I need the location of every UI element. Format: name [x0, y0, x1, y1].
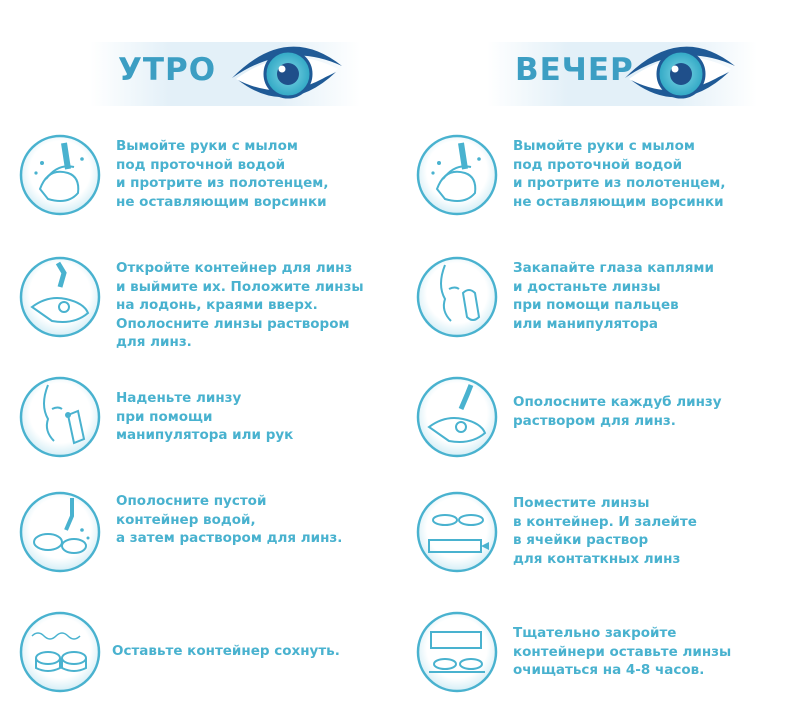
- eye-drops-icon: [416, 256, 498, 338]
- evening-title: ВЕЧЕР: [515, 52, 634, 88]
- text-line: в контейнер. И залейте: [513, 513, 697, 530]
- text-line: не оставляющим ворсинки: [116, 193, 327, 210]
- evening-step-2-text: Закапайте глаза каплями и достаньте линз…: [513, 259, 714, 333]
- morning-step-3-text: Наденьте линзу при помощи манипулятора и…: [116, 389, 293, 445]
- evening-step-1: Вымойте руки с мылом под проточной водой…: [397, 133, 793, 223]
- evening-step-4: Поместите линзы в контейнер. И залейте в…: [397, 490, 793, 580]
- morning-step-5-text: Оставьте контейнер сохнуть.: [112, 642, 340, 661]
- morning-step-2-text: Откройте контейнер для линз и выймите их…: [116, 259, 364, 352]
- morning-title: УТРО: [118, 52, 217, 88]
- text-line: и достаньте линзы: [513, 278, 661, 295]
- text-line: контейнери оставьте линзы: [513, 643, 732, 660]
- evening-step-3-text: Ополосните каждуб линзу раствором для ли…: [513, 393, 722, 430]
- text-line: Ополосните пустой: [116, 493, 267, 509]
- text-line: на лодонь, краями вверх.: [116, 297, 318, 313]
- morning-step-4: Ополосните пустой контейнер водой, а зат…: [0, 490, 396, 580]
- lens-in-palm-icon: [19, 256, 101, 338]
- evening-step-3: Ополосните каждуб линзу раствором для ли…: [397, 375, 793, 465]
- text-line: в ячейки раствор: [513, 532, 649, 548]
- text-line: под проточной водой: [116, 156, 286, 173]
- text-line: манипулятора или рук: [116, 427, 294, 443]
- text-line: и выймите их. Положите линзы: [116, 278, 364, 295]
- hand-wash-icon: [416, 134, 498, 216]
- hand-wash-icon: [19, 134, 101, 216]
- text-line: Оставьте контейнер сохнуть.: [112, 643, 340, 659]
- text-line: Закапайте глаза каплями: [513, 260, 714, 276]
- rinse-container-icon: [19, 491, 101, 573]
- text-line: под проточной водой: [513, 156, 683, 173]
- text-line: не оставляющим ворсинки: [513, 193, 724, 210]
- text-line: Ополосните линзы раствором: [116, 315, 350, 332]
- close-container-icon: [416, 611, 498, 693]
- morning-column: УТРО Вымойте руки с мылом под проточной …: [0, 0, 396, 718]
- text-line: Тщательно закройте: [513, 625, 677, 641]
- morning-step-5: Оставьте контейнер сохнуть.: [0, 610, 396, 700]
- text-line: Вымойте руки с мылом: [513, 138, 695, 154]
- morning-step-1-text: Вымойте руки с мылом под проточной водой…: [116, 137, 328, 211]
- text-line: при помощи: [116, 408, 213, 425]
- morning-header: УТРО: [0, 28, 396, 118]
- evening-step-5-text: Тщательно закройте контейнери оставьте л…: [513, 624, 731, 680]
- morning-step-4-text: Ополосните пустой контейнер водой, а зат…: [116, 492, 342, 548]
- rinse-lens-icon: [416, 376, 498, 458]
- morning-step-2: Откройте контейнер для линз и выймите их…: [0, 255, 396, 350]
- evening-step-4-text: Поместите линзы в контейнер. И залейте в…: [513, 494, 697, 568]
- morning-step-3: Наденьте линзу при помощи манипулятора и…: [0, 375, 396, 465]
- evening-step-2: Закапайте глаза каплями и достаньте линз…: [397, 255, 793, 350]
- text-line: контейнер водой,: [116, 511, 256, 528]
- text-line: раствором для линз.: [513, 412, 676, 429]
- text-line: и протрите из полотенцем,: [116, 175, 329, 191]
- text-line: при помощи пальцев: [513, 297, 679, 313]
- text-line: очищаться на 4-8 часов.: [513, 662, 705, 678]
- evening-header: ВЕЧЕР: [397, 28, 793, 118]
- text-line: и протрите из полотенцем,: [513, 175, 726, 191]
- text-line: для контаткных линз: [513, 550, 681, 567]
- evening-step-5: Тщательно закройте контейнери оставьте л…: [397, 610, 793, 700]
- eye-logo-icon: [232, 46, 342, 99]
- fill-container-icon: [416, 491, 498, 573]
- text-line: для линз.: [116, 334, 192, 350]
- evening-column: ВЕЧЕР Вымойте руки с мылом под проточной…: [397, 0, 793, 718]
- text-line: Поместите линзы: [513, 495, 650, 511]
- dry-container-icon: [19, 611, 101, 693]
- evening-step-1-text: Вымойте руки с мылом под проточной водой…: [513, 137, 725, 211]
- insert-lens-icon: [19, 376, 101, 458]
- text-line: Ополосните каждуб линзу: [513, 394, 722, 410]
- text-line: а затем раствором для линз.: [116, 530, 343, 546]
- text-line: Наденьте линзу: [116, 390, 242, 406]
- morning-step-1: Вымойте руки с мылом под проточной водой…: [0, 133, 396, 223]
- text-line: Откройте контейнер для линз: [116, 260, 353, 276]
- eye-logo-icon: [625, 46, 735, 99]
- text-line: Вымойте руки с мылом: [116, 138, 298, 154]
- text-line: или манипулятора: [513, 315, 658, 332]
